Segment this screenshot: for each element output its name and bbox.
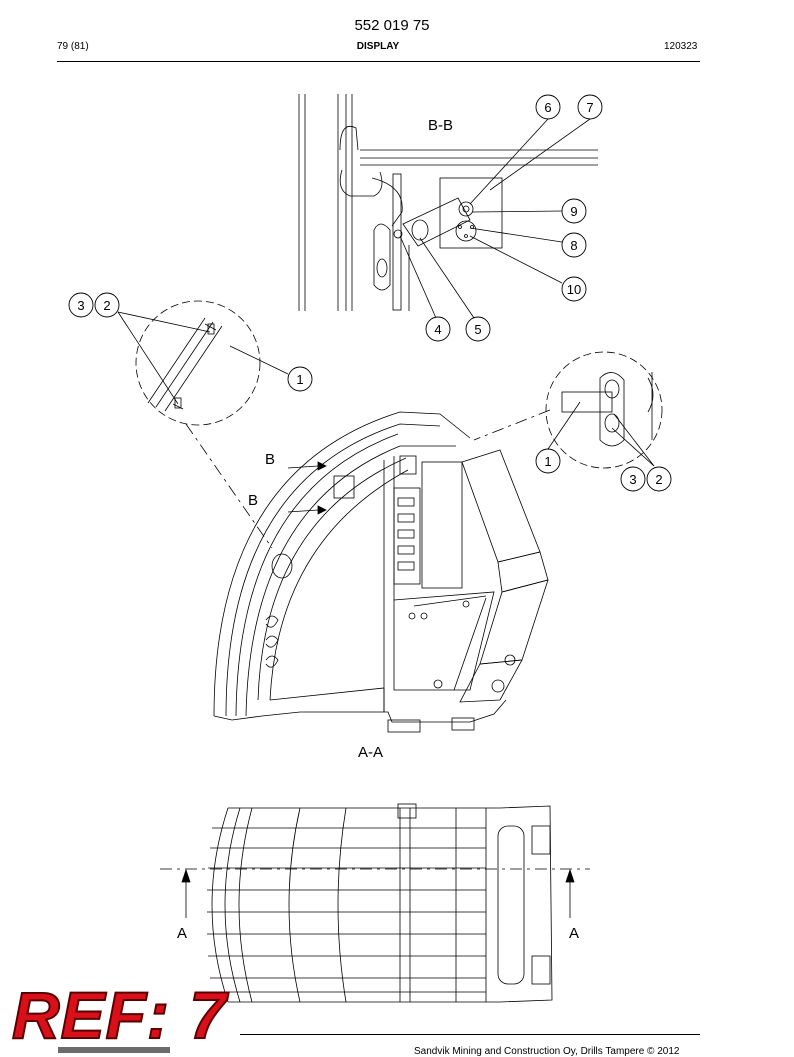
- document-number: 552 019 75: [354, 17, 430, 34]
- detail-circle-left: [135, 300, 261, 426]
- balloon-label-2-left: 2: [103, 298, 110, 313]
- balloon-label-5: 5: [474, 322, 481, 337]
- section-aa-drawing: [213, 411, 549, 733]
- balloon-group: [68, 94, 672, 492]
- detail-bb-drawing: [298, 94, 598, 311]
- balloon-3-left: [68, 292, 94, 318]
- stamp-underline: [58, 1047, 170, 1053]
- view-label-b-upper: B: [265, 451, 275, 468]
- top-view-drawing: [160, 803, 590, 1003]
- header-divider: [57, 61, 700, 62]
- ref-stamp: REF: 7: [11, 978, 228, 1052]
- section-label-aa: A-A: [358, 744, 383, 761]
- page-number: 79 (81): [57, 41, 89, 52]
- balloon-7: [577, 94, 603, 120]
- balloon-label-7: 7: [586, 100, 593, 115]
- balloon-5: [465, 316, 491, 342]
- balloon-label-8: 8: [570, 238, 577, 253]
- document-date: 120323: [664, 41, 698, 52]
- balloon-label-3-right: 3: [629, 472, 636, 487]
- section-title: DISPLAY: [356, 41, 400, 52]
- balloon-label-10: 10: [567, 282, 581, 297]
- balloon-3-right: [620, 466, 646, 492]
- footer-copyright: Sandvik Mining and Construction Oy, Dril…: [414, 1046, 680, 1057]
- balloon-2-left: [94, 292, 120, 318]
- balloon-label-2-right: 2: [655, 472, 662, 487]
- balloon-10: [561, 276, 587, 302]
- detail-circle-right: [545, 351, 663, 469]
- balloon-8: [561, 232, 587, 258]
- balloon-1-left: [287, 366, 313, 392]
- balloon-label-1-left: 1: [296, 372, 303, 387]
- balloon-label-6: 6: [544, 100, 551, 115]
- balloon-6: [535, 94, 561, 120]
- view-label-a-left: A: [177, 925, 187, 942]
- section-label-bb: B-B: [428, 117, 453, 134]
- view-label-b-lower: B: [248, 492, 258, 509]
- balloon-9: [561, 198, 587, 224]
- balloon-label-3-left: 3: [77, 298, 84, 313]
- view-label-a-right: A: [569, 925, 579, 942]
- balloon-label-1-right: 1: [544, 454, 551, 469]
- balloon-1-right: [535, 448, 561, 474]
- balloon-4: [425, 316, 451, 342]
- footer-divider: [240, 1034, 700, 1035]
- balloon-label-4: 4: [434, 322, 441, 337]
- balloon-label-9: 9: [570, 204, 577, 219]
- balloon-2-right: [646, 466, 672, 492]
